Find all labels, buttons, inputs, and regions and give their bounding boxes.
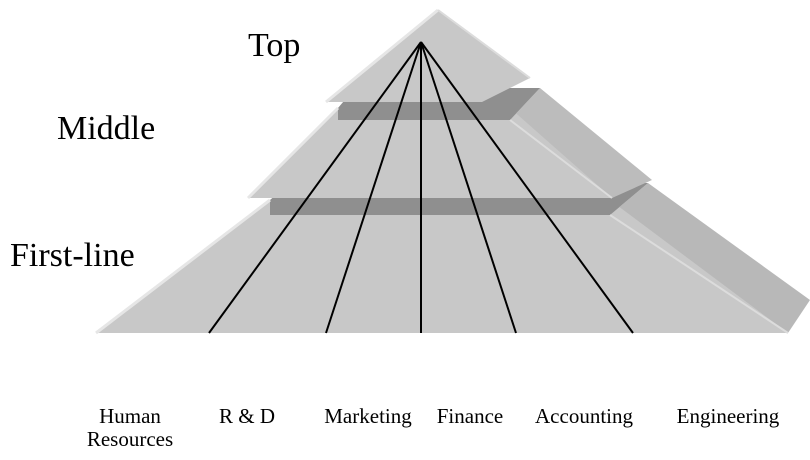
- tier-first-line-ridge: [609, 214, 789, 334]
- tier-top-ridge: [437, 9, 531, 79]
- tier-first-line-highlight: [95, 198, 271, 335]
- level-label-middle: Middle: [57, 110, 155, 147]
- line-human-resources: [208, 41, 422, 334]
- department-label-accounting: Accounting: [535, 404, 633, 428]
- department-label-finance: Finance: [436, 404, 504, 428]
- tier-middle: [246, 88, 652, 200]
- reporting-lines: [208, 41, 634, 334]
- department-label-engineering: Engineering: [676, 404, 780, 428]
- department-label-marketing: Marketing: [324, 404, 412, 428]
- line-finance: [420, 41, 517, 334]
- tier-top: [325, 8, 531, 104]
- level-label-first-line: First-line: [10, 237, 135, 274]
- tier-first-line-right-side: [610, 183, 810, 333]
- tier-middle-right-side: [510, 88, 652, 198]
- tier-middle-ridge: [509, 119, 613, 199]
- tier-first-line: [95, 183, 810, 335]
- line-r-and-d: [325, 41, 422, 334]
- tier-top-highlight: [325, 8, 439, 104]
- tier-first-line-face: [96, 200, 788, 333]
- tier-top-face: [326, 10, 530, 102]
- tier-middle-face: [248, 108, 612, 198]
- department-label-r-and-d: R & D: [218, 404, 276, 428]
- tier-middle-highlight: [246, 106, 340, 200]
- line-accounting: [420, 41, 634, 334]
- level-label-top: Top: [248, 27, 300, 64]
- department-label-human-resources: Human Resources: [86, 404, 174, 451]
